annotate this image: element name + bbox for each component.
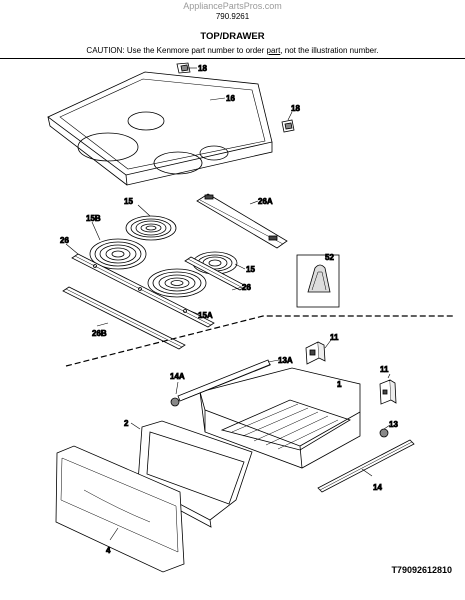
callout-26A: 26A — [258, 197, 273, 206]
bracket-26A[interactable] — [196, 193, 288, 249]
callout-16: 16 — [226, 94, 235, 103]
callout-1: 1 — [337, 380, 342, 389]
bracket-11-top[interactable] — [305, 341, 326, 365]
surface-element-15-top[interactable] — [125, 215, 177, 241]
slide-14A[interactable] — [177, 359, 272, 402]
document-number: 790.9261 — [215, 12, 250, 21]
illustration-code: T79092612810 — [391, 565, 452, 575]
callout-13: 13 — [389, 420, 398, 429]
callout-15B: 15B — [86, 214, 101, 223]
cooktop-glass-16[interactable] — [47, 71, 273, 186]
callout-26-left: 26 — [60, 236, 69, 245]
callout-15-top: 15 — [124, 197, 133, 206]
callout-26B: 26B — [92, 329, 107, 338]
callout-52: 52 — [325, 253, 334, 262]
callout-11-top: 11 — [330, 333, 339, 342]
clip-18-right[interactable] — [281, 119, 295, 133]
callout-15-right: 15 — [246, 265, 255, 274]
slide-14-right[interactable] — [317, 439, 415, 493]
callout-15A: 15A — [198, 311, 213, 320]
drawer-front-4[interactable] — [55, 445, 185, 573]
callout-4: 4 — [106, 546, 111, 555]
section-divider — [65, 315, 455, 367]
header-rule — [0, 58, 465, 59]
callout-14A: 14A — [170, 372, 185, 381]
caution-part-link[interactable]: part — [266, 46, 281, 55]
surface-element-15B[interactable] — [89, 238, 147, 270]
rail-26-left[interactable] — [71, 253, 215, 328]
surface-element-15A[interactable] — [147, 268, 207, 298]
caution-note: CAUTION: Use the Kenmore part number to … — [0, 46, 465, 55]
callout-18-right: 18 — [291, 104, 300, 113]
callout-14: 14 — [373, 483, 382, 492]
rail-26B[interactable] — [62, 286, 186, 350]
drawer-body-1[interactable] — [199, 367, 361, 469]
site-watermark: AppliancePartsPros.com — [183, 1, 282, 11]
bracket-11-right[interactable] — [379, 379, 397, 405]
callout-2: 2 — [124, 419, 129, 428]
caution-text-start: CAUTION: Use the Kenmore part number to … — [86, 46, 267, 55]
inset-box-52[interactable] — [296, 254, 340, 308]
rail-26-right[interactable] — [184, 256, 247, 291]
page-title: TOP/DRAWER — [200, 31, 265, 42]
callout-18-top: 18 — [198, 64, 207, 73]
caution-text-end: , not the illustration number. — [280, 46, 379, 55]
leader-lines — [65, 67, 391, 541]
roller-13[interactable] — [379, 428, 389, 438]
callout-26-right: 26 — [242, 283, 251, 292]
callout-11-right: 11 — [380, 365, 389, 374]
clip-18-top[interactable] — [176, 62, 191, 74]
roller-13A[interactable] — [170, 397, 180, 407]
callout-13A: 13A — [278, 356, 293, 365]
